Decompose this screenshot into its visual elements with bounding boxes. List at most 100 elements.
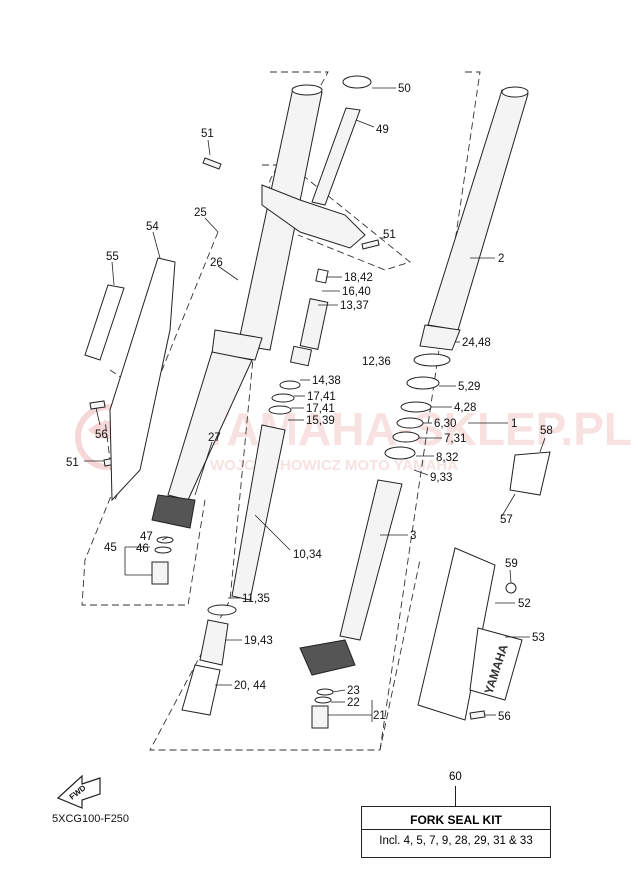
kit-leader-line: [455, 786, 456, 806]
callout-52: 52: [518, 598, 531, 610]
fwd-arrow-icon: FWD: [56, 774, 101, 809]
lead-47: [161, 536, 169, 541]
callout-21: 21: [373, 710, 386, 722]
callout-1: 1: [511, 418, 517, 430]
damper-internals: [181, 268, 329, 716]
callout-7-31: 7,31: [444, 433, 466, 445]
left-tube-cap: [291, 84, 323, 96]
callout-56: 56: [95, 429, 108, 441]
lead-1034: [254, 514, 291, 551]
steering-stem: [261, 75, 372, 249]
bolts: [89, 157, 486, 720]
washer-22: [314, 696, 332, 704]
seal-5: [406, 376, 440, 390]
washer-46: [154, 546, 172, 554]
left-axle-bracket: [151, 494, 196, 529]
fwd-arrow-shape: [56, 774, 101, 809]
left-leg-outline: [149, 71, 421, 751]
oring-14: [279, 380, 301, 390]
oring-11: [207, 604, 237, 616]
kit-description: Incl. 4, 5, 7, 9, 28, 29, 31 & 33: [379, 835, 533, 847]
guard-58: [509, 451, 551, 496]
guard-55: [84, 284, 125, 361]
oring-17a: [271, 393, 295, 403]
right-fork-leg: [299, 86, 529, 676]
lead-45-bracket: [124, 546, 152, 576]
right-fork-guard: YAMAHA: [417, 451, 551, 721]
lead-21: [328, 700, 373, 722]
callout-49: 49: [376, 124, 389, 136]
damper-piston: [289, 345, 313, 367]
callout-5-29: 5,29: [458, 381, 480, 393]
callout-24-48: 24,48: [462, 337, 491, 349]
callout-16-40: 16,40: [342, 286, 371, 298]
callouts: 50 49 51 25 54 55 26 51 2 18,42 16,40 13…: [66, 83, 553, 723]
kit-title: FORK SEAL KIT: [410, 813, 502, 827]
callout-55: 55: [106, 251, 119, 263]
callout-8-32: 8,32: [436, 452, 458, 464]
right-tube-cap: [501, 86, 529, 98]
left-seal-ring: [211, 329, 263, 361]
callout-56: 56: [498, 711, 511, 723]
watermark: YAMAHA-SKLEP.PL WOJCIECHOWICZ MOTO YAMAH…: [75, 403, 632, 474]
washer-47: [156, 536, 174, 544]
callout-3: 3: [410, 530, 416, 542]
callout-20-44: 20, 44: [234, 680, 267, 692]
leader-lines: [84, 87, 546, 722]
damper-cylinder: [231, 424, 286, 601]
bolt-56-left: [89, 400, 106, 410]
callout-14-38: 14,38: [312, 375, 341, 387]
callout-51: 51: [66, 457, 79, 469]
lead-25: [204, 217, 219, 233]
washer-6: [396, 417, 424, 429]
callout-25: 25: [194, 207, 207, 219]
right-seal-ring: [419, 324, 461, 351]
plug-21: [311, 705, 329, 729]
lead-56a: [95, 407, 101, 426]
seal-4: [400, 401, 432, 413]
callout-22: 22: [347, 697, 360, 709]
callout-50: 50: [398, 83, 411, 95]
stem-bearing: [342, 75, 372, 89]
callout-17-41: 17,41: [307, 391, 336, 403]
guard-53: [469, 627, 523, 701]
stem-shaft: [311, 107, 361, 206]
kit-divider: [362, 829, 550, 830]
seal-24: [413, 353, 451, 367]
bolt-upper: [202, 157, 222, 170]
callout-59: 59: [505, 558, 518, 570]
bolt-bracket: [361, 239, 380, 250]
spring-20: [181, 664, 221, 716]
callout-53: 53: [532, 632, 545, 644]
callout-46: 46: [136, 543, 149, 555]
callout-51: 51: [201, 128, 214, 140]
lead-26: [217, 265, 239, 281]
left-fork-guard: [84, 257, 176, 502]
callout-45: 45: [104, 542, 117, 554]
callout-27: 27: [208, 432, 221, 444]
washer-23: [316, 688, 334, 696]
callout-18-42: 18,42: [344, 272, 373, 284]
lead-58: [539, 437, 546, 453]
lead-54: [152, 231, 161, 259]
callout-47: 47: [140, 531, 153, 543]
seat-19: [199, 619, 229, 666]
callout-13-37: 13,37: [340, 300, 369, 312]
nut-59: [505, 582, 517, 594]
callout-12-36: 12,36: [362, 356, 391, 368]
callout-9-33: 9,33: [430, 472, 452, 484]
bushing-8: [384, 446, 416, 460]
right-axle-bracket: [299, 639, 356, 676]
callout-17-41: 17,41: [306, 403, 335, 415]
right-inner-tube: [339, 479, 403, 641]
left-outer-tube: [151, 84, 323, 529]
lead-23: [332, 689, 346, 693]
guard-52: [417, 547, 496, 721]
callout-26: 26: [210, 257, 223, 269]
lower-bracket: [261, 184, 366, 249]
callout-51: 51: [383, 229, 396, 241]
callout-15-39: 15,39: [306, 415, 335, 427]
right-leg-outline: [379, 71, 481, 751]
callout-23: 23: [347, 685, 360, 697]
